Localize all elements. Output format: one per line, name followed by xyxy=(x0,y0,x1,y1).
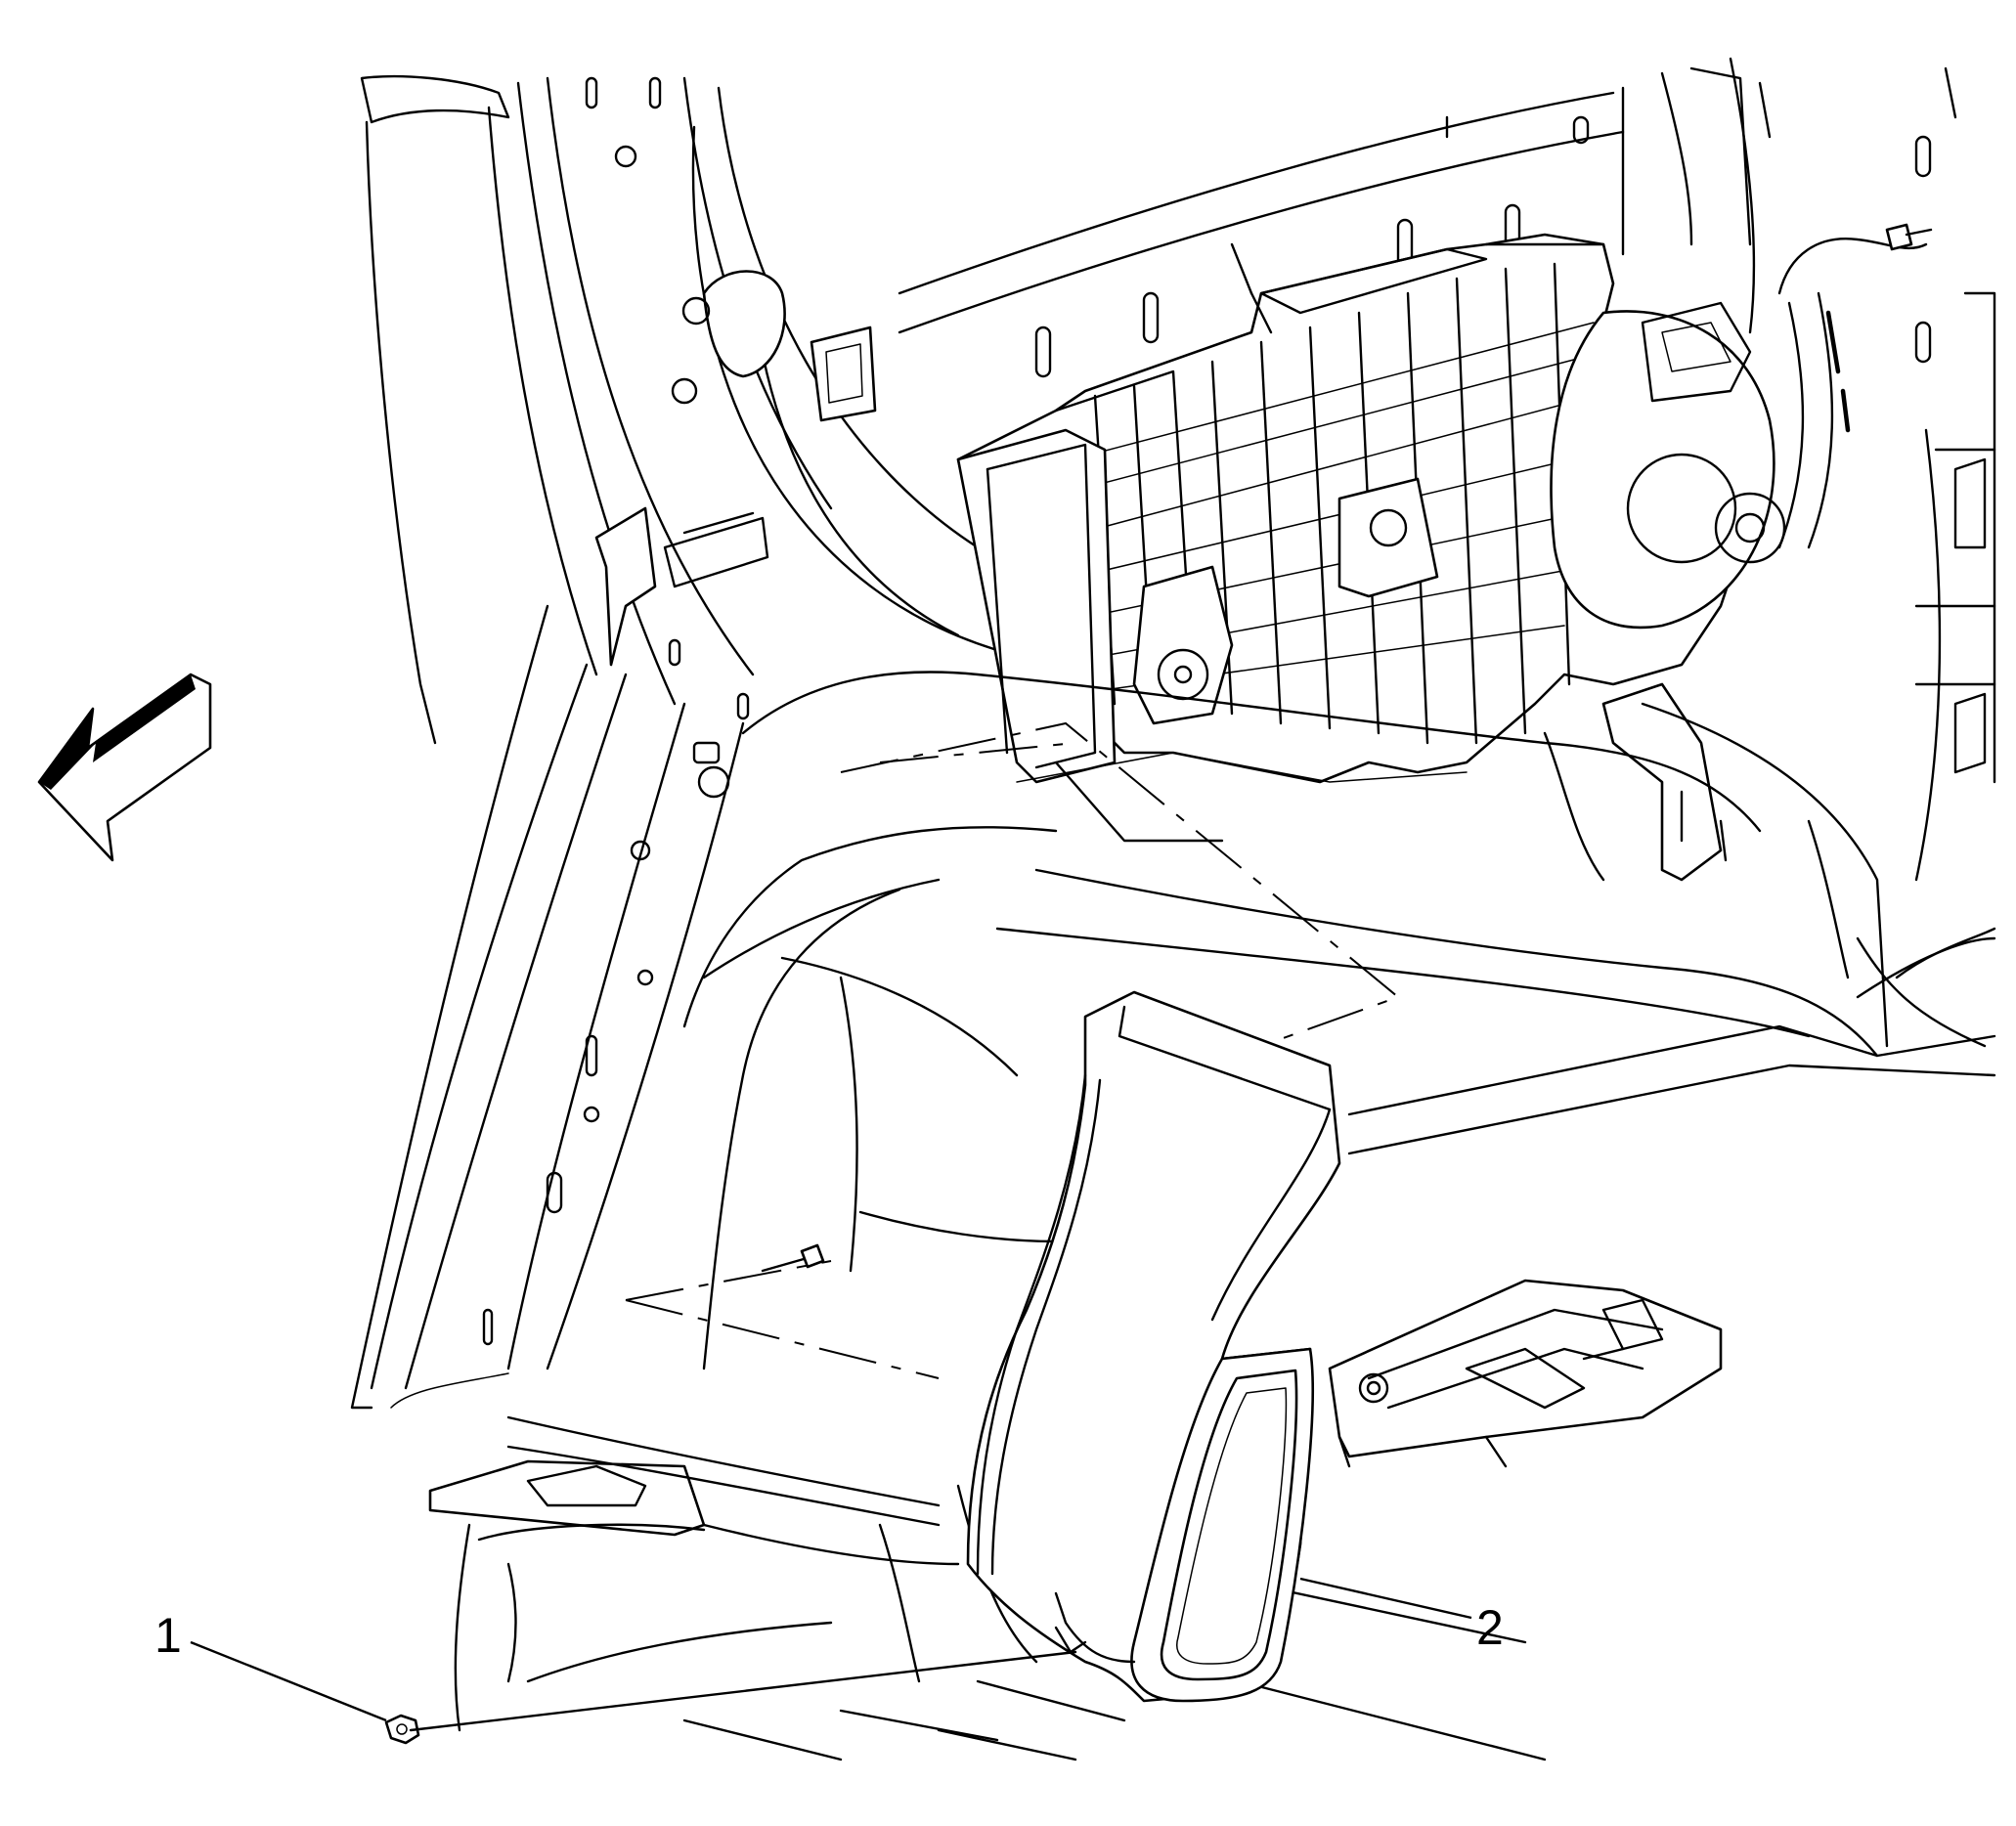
air-duct xyxy=(966,990,1341,1703)
nut-icon xyxy=(384,1714,420,1745)
hvac-module xyxy=(956,223,1933,882)
floor-panel xyxy=(428,1279,1723,1761)
arrow-forward-icon xyxy=(37,673,212,862)
fastener xyxy=(384,1243,1087,1745)
rear-panel xyxy=(898,57,1996,999)
callout-2-label: 2 xyxy=(1476,1600,1504,1655)
body-structure xyxy=(350,74,1117,1410)
callout-2: 2 xyxy=(1299,1577,1504,1655)
wheelhouse xyxy=(625,671,1996,1379)
callout-1: 1 xyxy=(154,1608,387,1722)
callout-1-label: 1 xyxy=(154,1608,182,1663)
panel-holes xyxy=(482,76,750,1346)
